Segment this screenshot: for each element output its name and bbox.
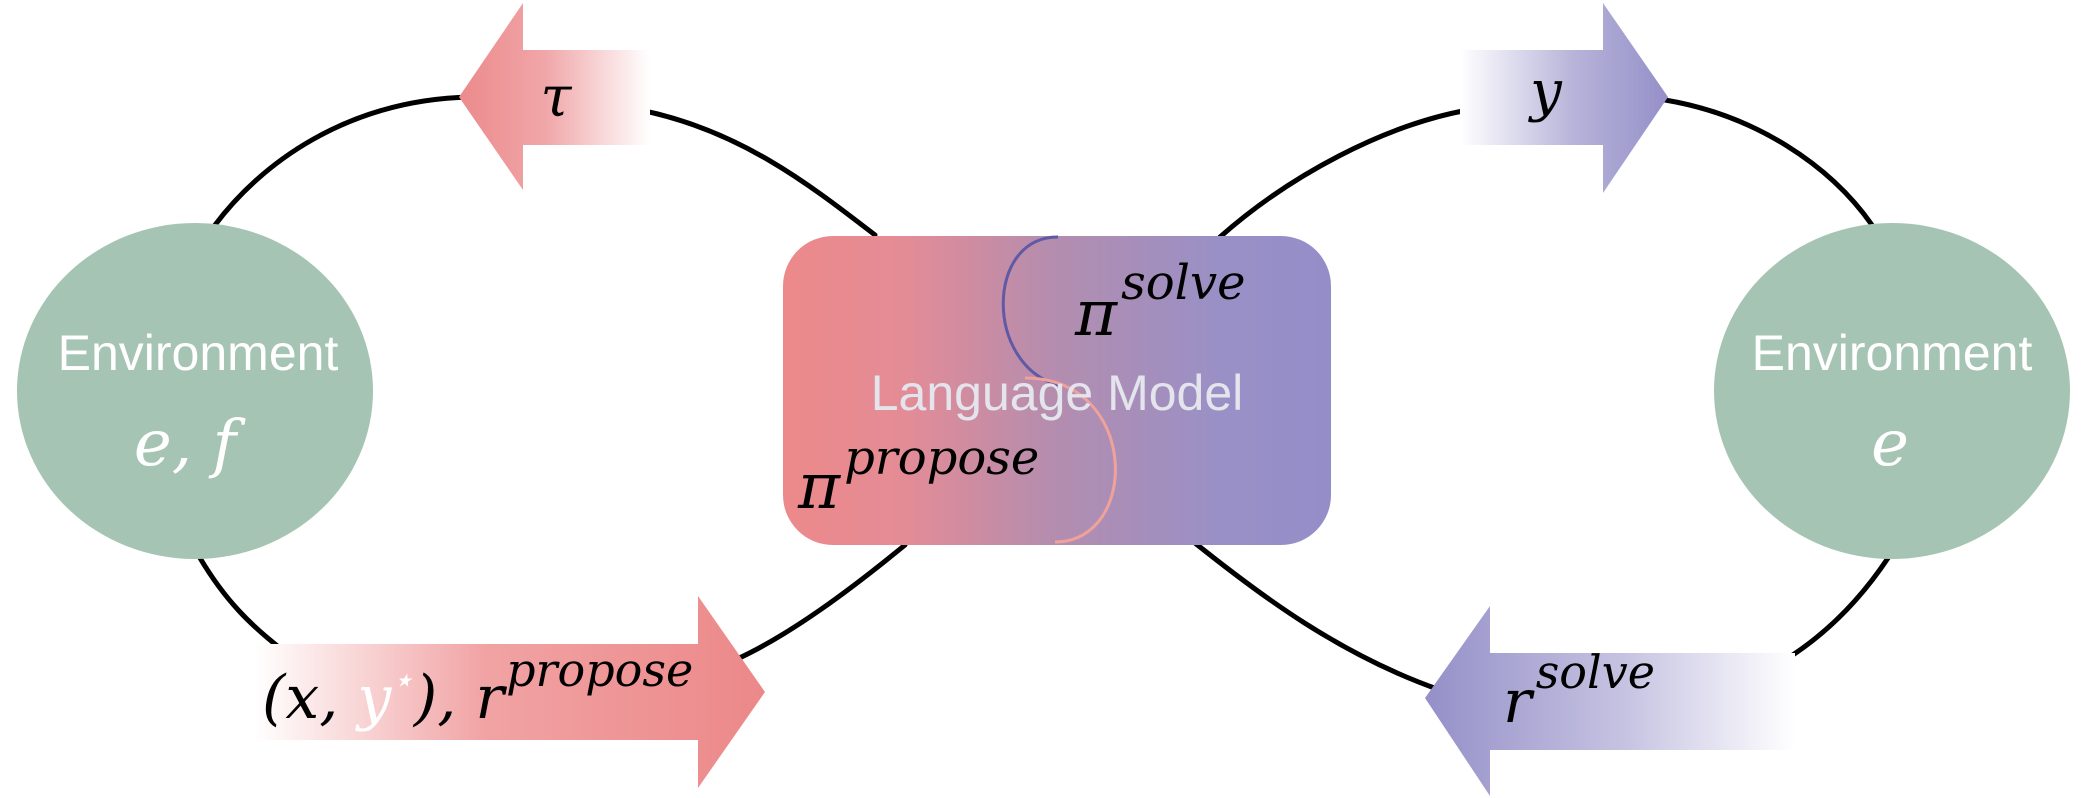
right-environment-vars: e — [1871, 407, 1909, 481]
left-environment-vars: e, f — [134, 407, 247, 481]
loop-lm-to-bottom-left — [732, 542, 908, 663]
propose-output-arrow — [255, 596, 765, 788]
loop-bottom-right — [1782, 555, 1891, 663]
solve-policy-sup: solve — [1121, 255, 1245, 311]
left-environment-label: Environment — [58, 325, 339, 381]
right-environment-node — [1714, 223, 2070, 559]
r-solve-sup: solve — [1536, 645, 1655, 699]
tau-arrow — [459, 3, 650, 190]
loop-lm-to-top-right — [1217, 107, 1471, 240]
r-solve-arrow — [1425, 606, 1795, 796]
loop-top-right — [1662, 97, 1875, 228]
propose-output-close: ), r — [412, 663, 508, 733]
r-solve-base: r — [1503, 667, 1535, 737]
tau-label: τ — [541, 65, 573, 130]
solve-policy: πsolve — [1074, 255, 1245, 351]
propose-policy-base: π — [797, 450, 841, 524]
propose-output-ystar: y — [354, 663, 392, 733]
loop-bottom-left — [197, 555, 288, 655]
loop-lm-to-bottom-right — [1192, 540, 1443, 693]
propose-output-open: (x, — [262, 663, 357, 733]
loop-left-top-to-lm — [637, 107, 878, 238]
language-model-label: Language Model — [871, 365, 1244, 421]
propose-output-sup: propose — [506, 643, 693, 697]
y-arrow — [1460, 3, 1668, 193]
loop-top-left — [212, 94, 473, 228]
propose-hook-curve — [1024, 376, 1117, 544]
solve-policy-base: π — [1074, 277, 1118, 351]
propose-output-label: (x, y⋆), rpropose — [262, 643, 693, 733]
loop-curves — [197, 94, 1891, 693]
propose-policy-sup: propose — [844, 430, 1039, 486]
right-environment-label: Environment — [1752, 325, 2033, 381]
left-environment-node — [17, 223, 373, 559]
language-model-box — [783, 236, 1331, 545]
propose-output-star: ⋆ — [391, 660, 414, 701]
propose-policy: πpropose — [797, 430, 1039, 524]
y-label: y — [1527, 59, 1563, 124]
solve-hook-curve — [1001, 235, 1059, 387]
r-solve-label: rsolve — [1503, 645, 1655, 737]
